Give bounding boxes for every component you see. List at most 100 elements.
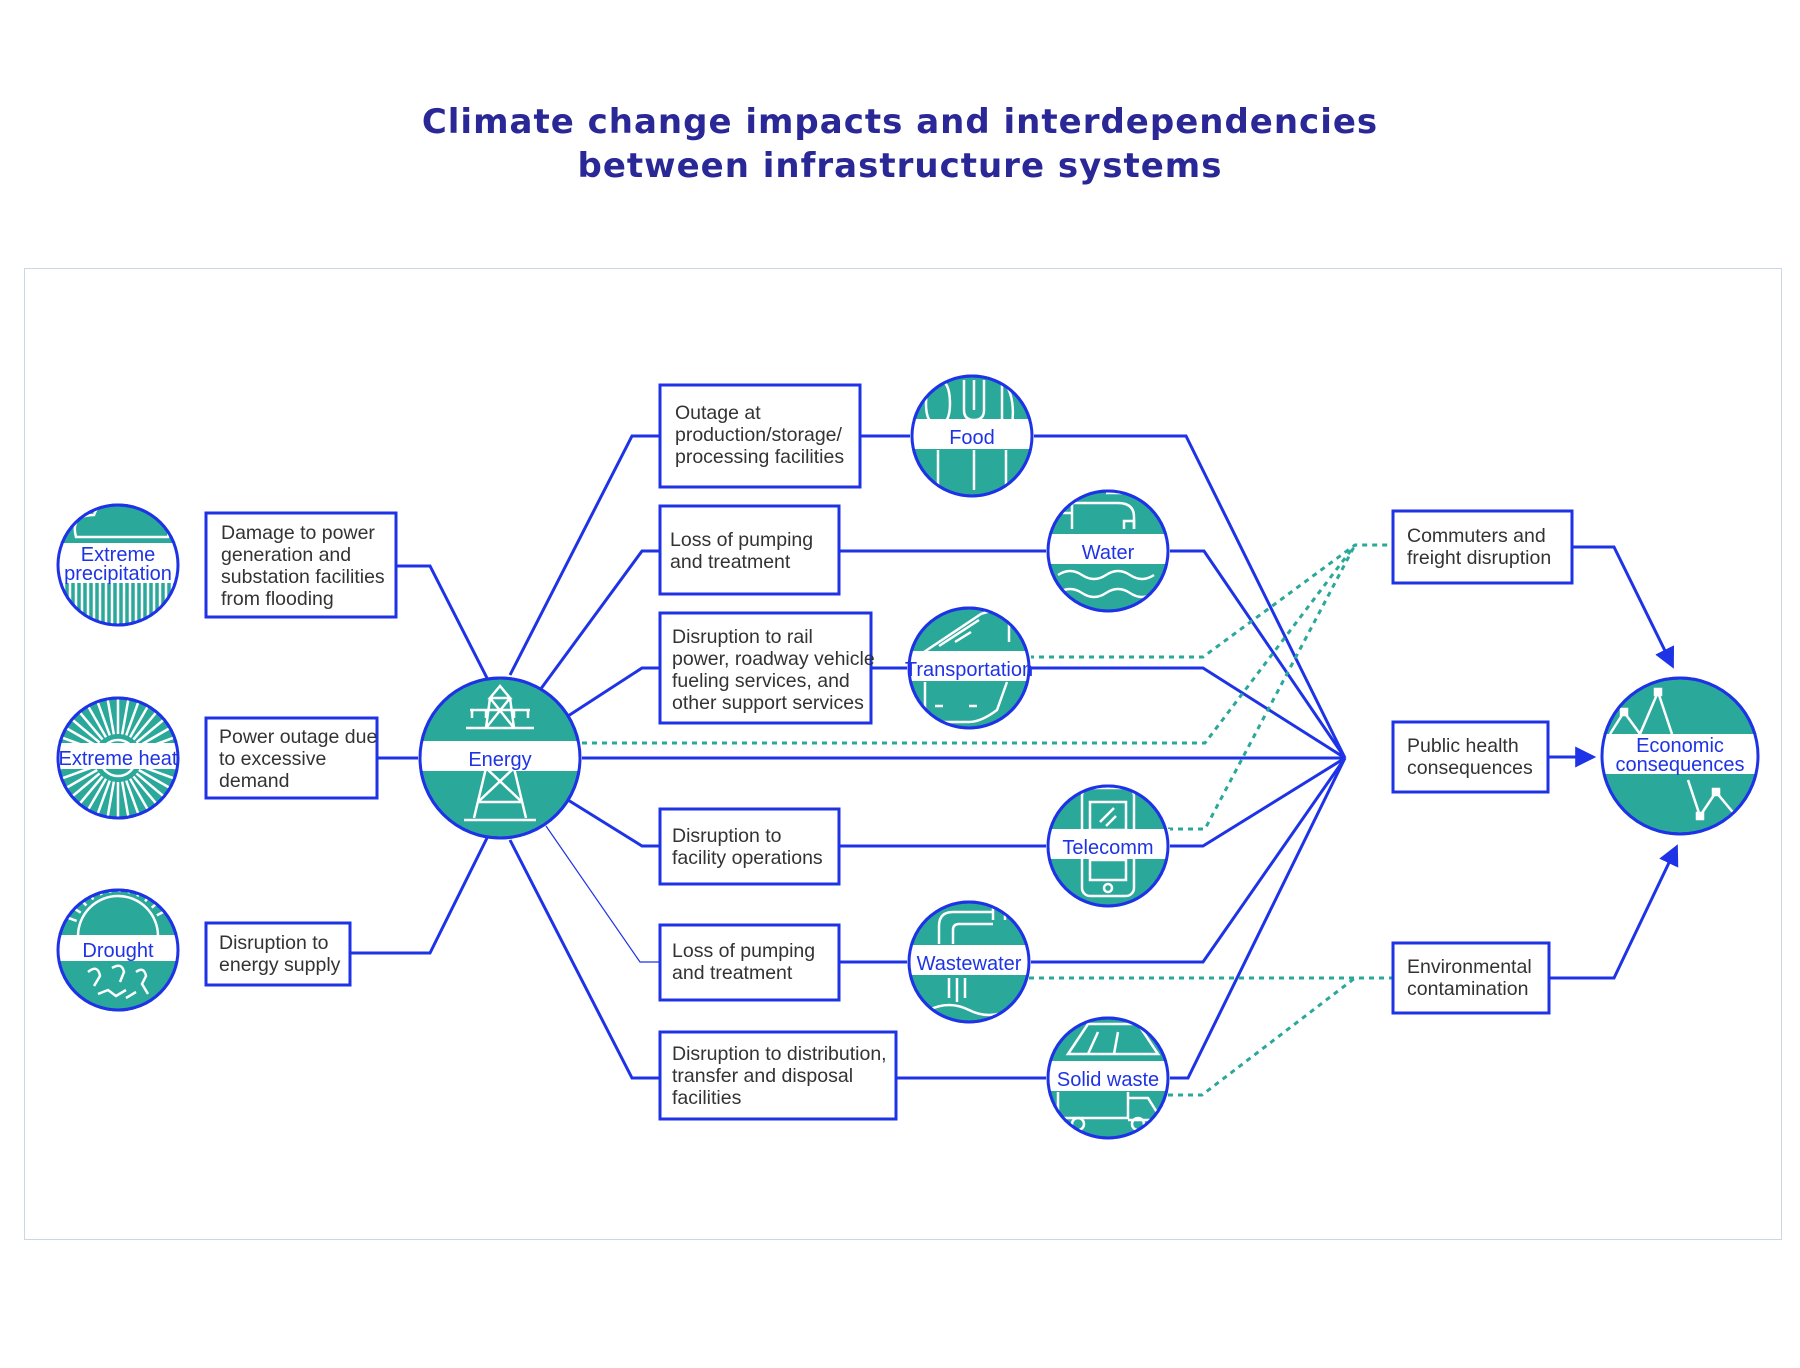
hazard-label-drought: Drought — [82, 940, 154, 962]
pipe-icon — [907, 900, 1031, 1024]
box-text-commuters-1: Commuters and — [1407, 525, 1546, 547]
connector-18 — [1168, 756, 1346, 848]
box-text-outage-3: demand — [219, 770, 289, 792]
box-text-fops-1: Disruption to — [672, 825, 782, 847]
box-text-lpw-1: Loss of pumping — [670, 529, 813, 551]
connector-15 — [1032, 434, 1347, 759]
box-text-dist-3: facilities — [672, 1087, 742, 1109]
truck-icon — [1046, 1016, 1170, 1140]
cloud-rain-icon — [56, 503, 180, 627]
connector-2 — [350, 835, 490, 955]
economic-label-2: consequences — [1616, 754, 1745, 776]
hazard-extreme-heat: Extreme heat — [56, 696, 180, 820]
box-text-outfac-2: production/storage/ — [675, 424, 843, 446]
diagram-title: Climate change impacts and interdependen… — [0, 100, 1800, 188]
utensils-icon — [910, 374, 1034, 498]
hazard-extreme-precipitation: Extreme precipitation — [56, 503, 180, 627]
connector-16 — [1168, 549, 1347, 759]
box-disruption-rail: Disruption to rail power, roadway vehicl… — [658, 611, 875, 725]
box-text-health-2: consequences — [1407, 757, 1533, 779]
box-text-outage-1: Power outage due — [219, 726, 377, 748]
title-line-1: Climate change impacts and interdependen… — [421, 102, 1379, 142]
faucet-icon — [1046, 489, 1170, 613]
connector-4 — [538, 549, 660, 691]
power-tower-icon — [418, 676, 582, 840]
box-text-damage-3: substation facilities — [221, 566, 385, 588]
box-text-energy-2: energy supply — [219, 954, 341, 976]
box-disruption-energy: Disruption to energy supply — [204, 921, 352, 987]
connector-8 — [508, 839, 660, 1080]
system-water: Water — [1046, 489, 1170, 613]
connector-lines — [350, 434, 1679, 1080]
box-text-outfac-3: processing facilities — [675, 446, 844, 468]
system-telecomm: Telecomm — [1046, 784, 1170, 908]
box-text-dist-2: transfer and disposal — [672, 1065, 853, 1087]
system-label-food: Food — [949, 427, 995, 449]
arrow-commuters-economic — [1572, 545, 1675, 669]
hazard-label-precipitation-1: Extreme — [81, 544, 155, 566]
system-label-wastewater: Wastewater — [917, 953, 1022, 975]
dashed-connector-2 — [1168, 544, 1357, 831]
connector-5 — [567, 666, 660, 718]
connector-19 — [1029, 757, 1347, 964]
connector-0 — [396, 564, 490, 681]
box-text-commuters-2: freight disruption — [1407, 547, 1551, 569]
energy-node: Energy — [418, 676, 582, 840]
box-text-damage-1: Damage to power — [221, 522, 375, 544]
system-label-solid-waste: Solid waste — [1057, 1069, 1159, 1091]
box-outage-facilities: Outage at production/storage/ processing… — [658, 383, 862, 489]
text-boxes: Damage to power generation and substatio… — [204, 383, 1574, 1121]
hazard-label-heat: Extreme heat — [59, 748, 178, 770]
connector-7 — [567, 798, 660, 848]
box-disruption-facility-ops: Disruption to facility operations — [658, 807, 841, 886]
connector-3 — [508, 434, 660, 676]
hazard-label-precipitation-2: precipitation — [64, 563, 172, 585]
box-text-lpww-1: Loss of pumping — [672, 940, 815, 962]
dashed-connector-4 — [1168, 976, 1356, 1097]
system-food: Food — [910, 374, 1034, 498]
box-disruption-distribution: Disruption to distribution, transfer and… — [658, 1030, 898, 1121]
system-transportation: Transportation — [905, 606, 1033, 730]
trend-chart-icon — [1600, 676, 1760, 836]
box-text-damage-4: from flooding — [221, 588, 334, 610]
title-line-2: between infrastructure systems — [577, 146, 1223, 186]
box-loss-pumping-wastewater: Loss of pumping and treatment — [658, 923, 841, 1002]
hazard-drought: Drought — [56, 888, 180, 1012]
system-label-water: Water — [1082, 542, 1135, 564]
box-text-damage-2: generation and — [221, 544, 351, 566]
box-text-dist-1: Disruption to distribution, — [672, 1043, 887, 1065]
box-text-energy-1: Disruption to — [219, 932, 329, 954]
system-solid-waste: Solid waste — [1046, 1016, 1170, 1140]
box-text-outage-2: to excessive — [219, 748, 326, 770]
box-environmental: Environmental contamination — [1391, 941, 1551, 1015]
box-text-outfac-1: Outage at — [675, 402, 761, 424]
box-damage-flooding: Damage to power generation and substatio… — [204, 511, 398, 619]
box-text-lpw-2: and treatment — [670, 551, 791, 573]
box-power-outage: Power outage due to excessive demand — [204, 716, 379, 800]
dashed-connector-0 — [1029, 543, 1393, 659]
arrow-env-economic — [1549, 844, 1679, 980]
cracked-sun-icon — [56, 888, 180, 1012]
box-text-fops-2: facility operations — [672, 847, 823, 869]
economic-label-1: Economic — [1636, 735, 1724, 757]
system-wastewater: Wastewater — [907, 900, 1031, 1024]
box-text-lpww-2: and treatment — [672, 962, 793, 984]
economic-node: Economic consequences — [1600, 676, 1760, 836]
connector-20 — [1168, 757, 1347, 1080]
sun-icon — [56, 696, 180, 820]
system-label-telecomm: Telecomm — [1062, 837, 1153, 859]
box-text-env-2: contamination — [1407, 978, 1528, 1000]
box-commuters: Commuters and freight disruption — [1391, 509, 1574, 585]
connector-17 — [1029, 666, 1346, 760]
dashed-connector-1 — [582, 544, 1357, 745]
diagram-frame — [24, 268, 1782, 1240]
box-text-rail-3: fueling services, and — [672, 670, 850, 692]
dashed-connector-lines — [582, 543, 1393, 1097]
energy-label: Energy — [468, 749, 531, 771]
box-public-health: Public health consequences — [1391, 720, 1550, 794]
connector-thin — [545, 825, 660, 963]
box-text-health-1: Public health — [1407, 735, 1519, 757]
phone-icon — [1046, 784, 1170, 908]
box-text-rail-4: other support services — [672, 692, 864, 714]
